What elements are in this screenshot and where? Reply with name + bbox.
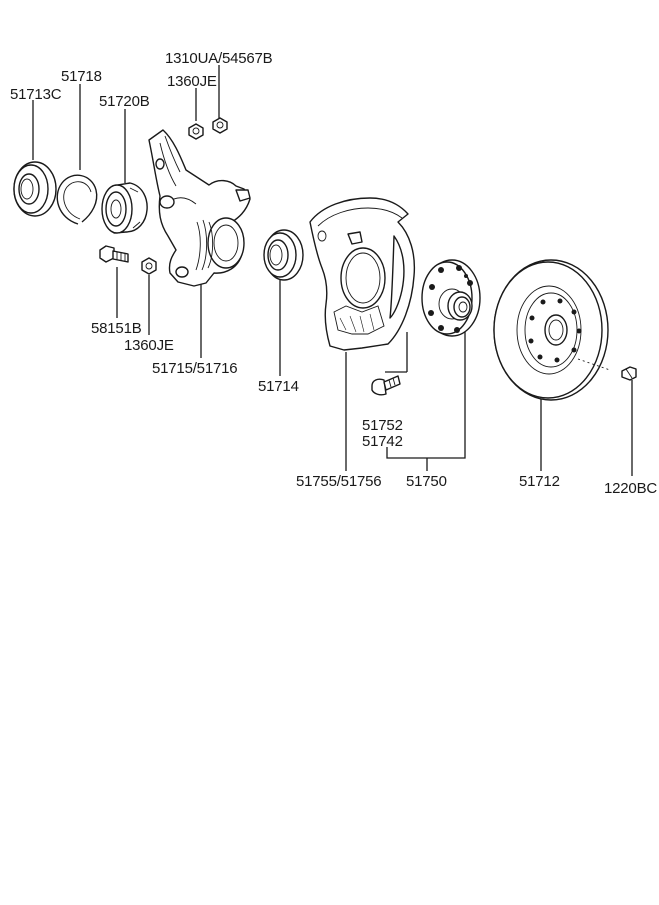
label-hub-assy: 51750	[406, 473, 447, 490]
disc-screw-part	[621, 366, 637, 381]
oil-seal-outer-part	[13, 161, 57, 217]
label-dust-cover: 51755/51756	[296, 473, 382, 490]
label-oil-seal-outer: 51713C	[10, 86, 62, 103]
bearing-part	[101, 182, 148, 234]
knuckle-bolt-part	[99, 245, 129, 263]
hub-bolt-part	[371, 375, 401, 396]
steering-knuckle-part	[148, 129, 251, 287]
label-nut-bottom: 1360JE	[124, 337, 174, 354]
label-hub-bolt: 51752	[362, 417, 403, 434]
dust-cover-part	[309, 197, 416, 351]
label-snap-ring: 51718	[61, 68, 102, 85]
oil-seal-inner-part	[263, 229, 304, 281]
snap-ring-part	[56, 174, 98, 225]
washer-nut-top-part	[212, 117, 228, 134]
label-knuckle: 51715/51716	[152, 360, 238, 377]
nut-bottom-part	[141, 257, 157, 275]
hub-part	[421, 259, 481, 337]
label-knuckle-bolt: 58151B	[91, 320, 142, 337]
label-nut-washer-combo: 1310UA/54567B	[165, 50, 273, 67]
label-oil-seal-inner: 51714	[258, 378, 299, 395]
label-hub: 51742	[362, 433, 403, 450]
label-disc-screw: 1220BC	[604, 480, 658, 497]
nut-top-part	[188, 123, 204, 140]
label-nut-top: 1360JE	[167, 73, 217, 90]
leader-lines	[32, 65, 633, 476]
label-disc: 51712	[519, 473, 560, 490]
brake-disc-part	[493, 259, 611, 401]
label-bearing: 51720B	[99, 93, 150, 110]
